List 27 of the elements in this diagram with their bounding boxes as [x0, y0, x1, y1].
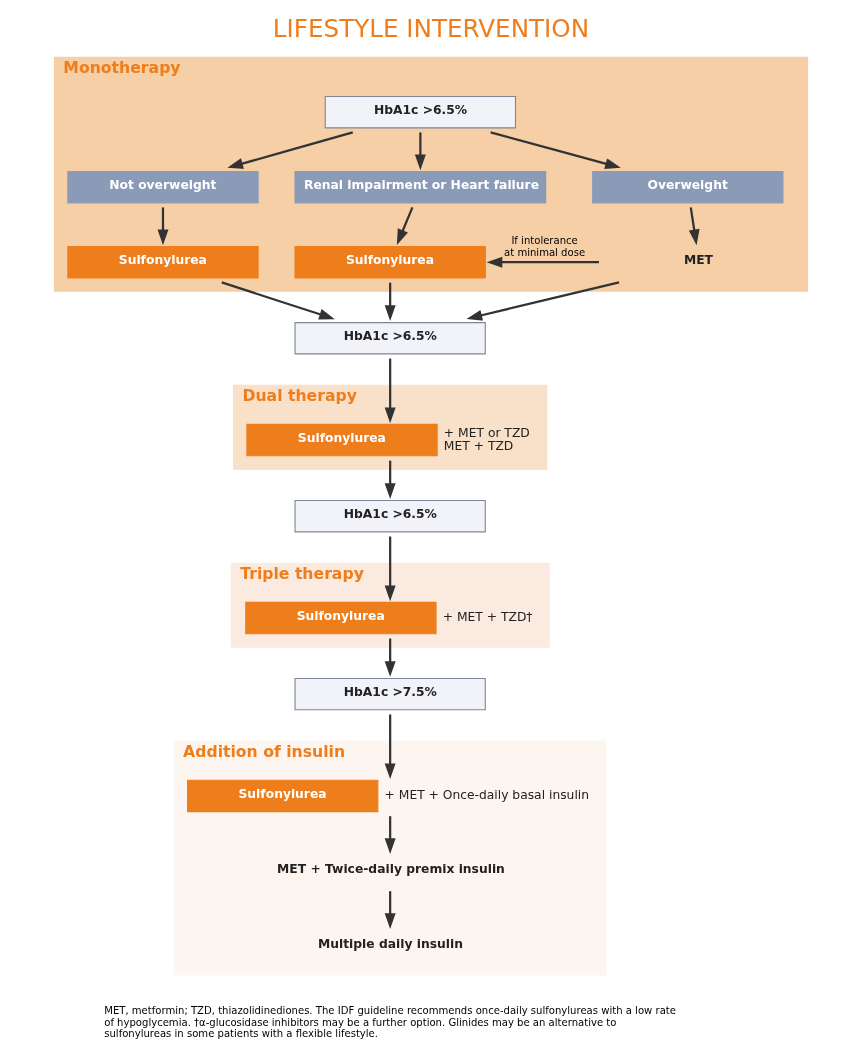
node-label: MET + TZD — [443, 438, 513, 453]
arrow — [384, 536, 396, 602]
node-text: Multiple daily insulin — [317, 936, 463, 951]
arrow — [465, 281, 619, 321]
arrow — [384, 714, 396, 780]
arrow — [688, 207, 700, 246]
node-label: + MET + Once-daily basal insulin — [384, 788, 589, 803]
node-text: MET + Twice-daily premix insulin — [276, 861, 505, 876]
arrow — [157, 207, 168, 246]
diagram-title: LIFESTYLE INTERVENTION — [272, 13, 589, 43]
node-label: + MET + TZD† — [442, 610, 533, 625]
node-label: + MET or TZD — [443, 425, 530, 440]
arrow — [384, 358, 396, 424]
arrow — [384, 891, 396, 929]
arrow — [396, 207, 413, 245]
arrow — [384, 816, 396, 854]
arrow — [226, 131, 353, 169]
node-text: MET — [683, 253, 713, 268]
arrow — [384, 282, 396, 321]
arrow — [414, 132, 426, 171]
arrow — [220, 281, 335, 320]
arrow — [384, 638, 396, 677]
arrow — [384, 460, 396, 499]
caption: MET, metformin; TZD, thiazolidinediones. The IDF guideline recommends once-daily sulfonylureas with a low rate of hypoglycemia. †α-glucosidase inhibitors may be a further option. Glinides may be an alternative to sulfonylureas in some patients with a flexible lifestyle. — [103, 1005, 676, 1039]
edge-label: If intolerance at minimal dose — [503, 235, 585, 258]
arrow — [489, 131, 621, 170]
arrow — [486, 256, 599, 268]
